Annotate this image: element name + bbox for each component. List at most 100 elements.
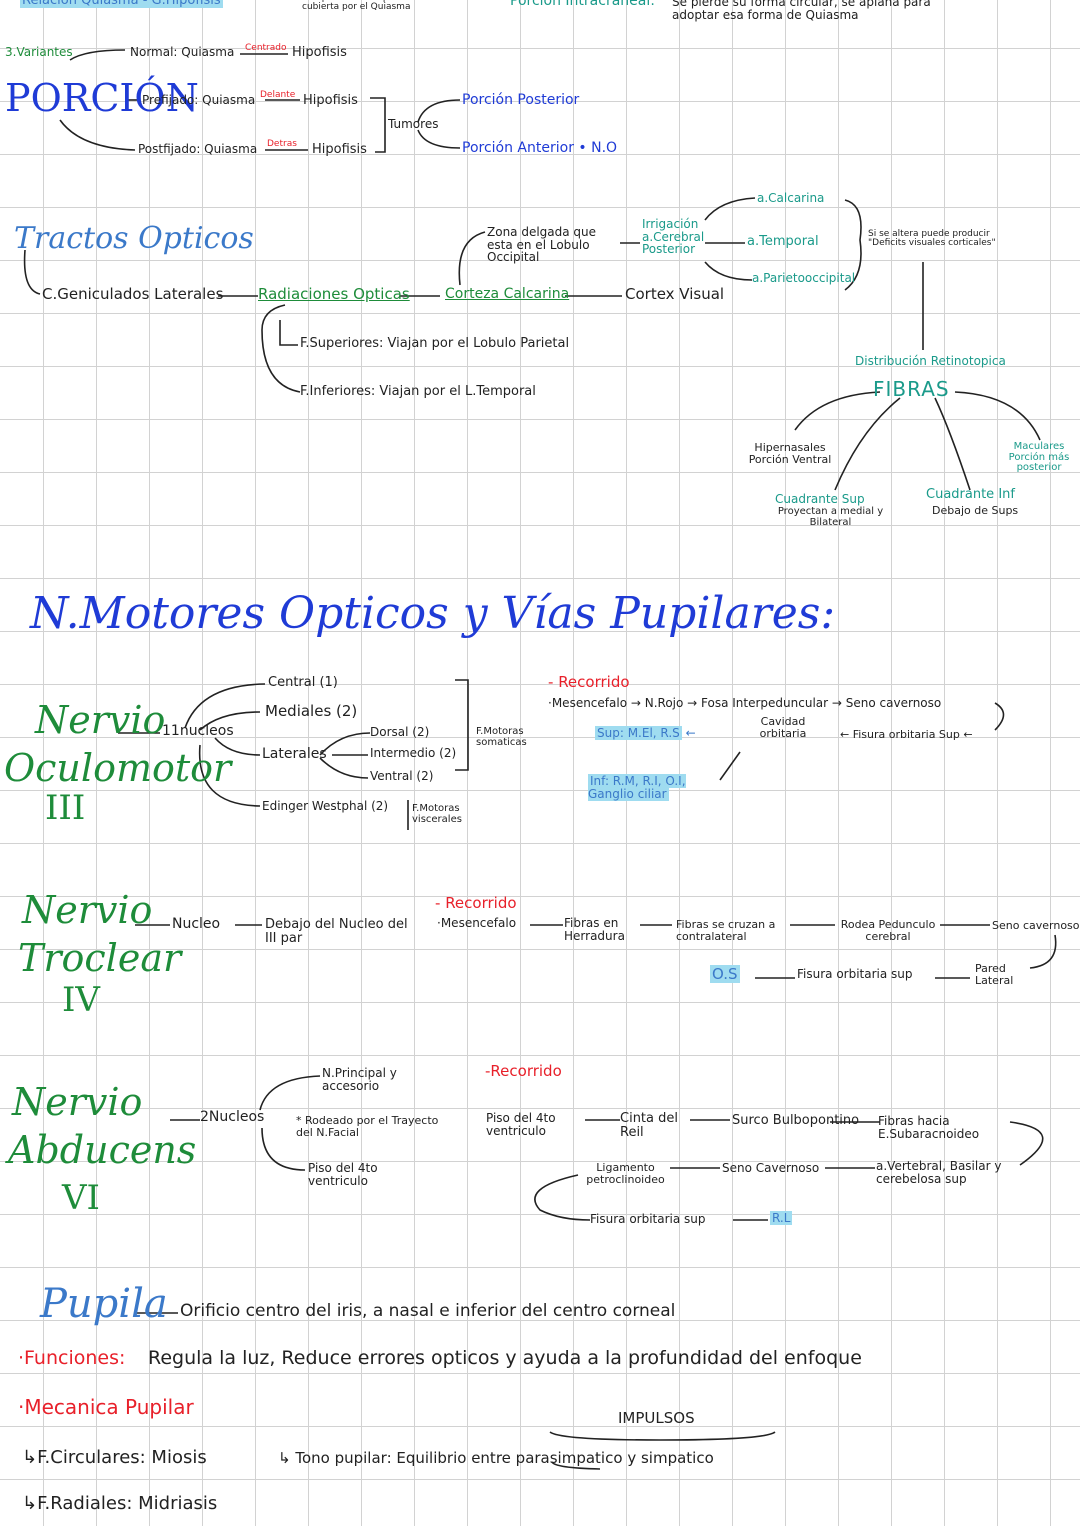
corteza-label: Corteza Calcarina — [445, 286, 570, 302]
zona-label: Zona delgada que esta en el Lobulo Occip… — [487, 225, 597, 265]
nucleo-mediales: Mediales (2) — [265, 702, 358, 720]
oculomotor-route: ·Mesencefalo → N.Rojo → Fosa Interpedunc… — [548, 696, 942, 710]
oculomotor-name2: Oculomotor — [4, 746, 232, 790]
maculares: Maculares Porción más posterior — [1008, 441, 1070, 473]
distribucion-label: Distribución Retinotopica — [855, 354, 1006, 368]
hipofisis-normal: Hipofisis — [292, 45, 347, 60]
abducens-name2: Abducens — [8, 1128, 197, 1172]
om-r3: Fosa Interpeduncular — [701, 696, 829, 710]
relacion-quiasma: Relación Quiasma - G.Hipofisis — [20, 0, 223, 8]
motores-title: N.Motores Opticos y Vías Pupilares: — [30, 588, 836, 639]
oculomotor-name1: Nervio — [35, 698, 166, 742]
tono-label: ↳ Tono pupilar: Equilibrio entre parasim… — [278, 1449, 714, 1467]
parasimpatico-text: parasimpatico — [515, 1449, 623, 1467]
nucleo-dorsal: Dorsal (2) — [370, 725, 430, 739]
postfijado-rel: Detras — [267, 139, 297, 149]
abducens-r4: Fibras hacia E.Subaracnoideo — [878, 1114, 980, 1141]
troclear-r5: Seno cavernoso — [992, 919, 1080, 932]
troclear-name2: Troclear — [18, 936, 182, 980]
deficit-note: Si se altera puede producir "Deficits vi… — [868, 229, 996, 249]
oculomotor-nucleos: 11nucleos — [162, 723, 234, 739]
pupila-def: Orificio centro del iris, a nasal e infe… — [180, 1301, 676, 1321]
troclear-r3: Fibras se cruzan a contralateral — [676, 918, 776, 943]
tono-text: Tono pupilar: Equilibrio entre — [295, 1449, 511, 1467]
om-sup: Sup: M.El, R.S ← — [595, 726, 696, 740]
pupila-title: Pupila — [40, 1281, 168, 1327]
abducens-r7: Ligamento petroclinoideo — [586, 1161, 665, 1186]
porcion-anterior: Porción Anterior • N.O — [462, 140, 618, 156]
prefijado-rel: Delante — [260, 90, 296, 100]
cuadrante-sup: Cuadrante Sup — [775, 492, 865, 506]
troclear-r4: Rodea Pedunculo cerebral — [840, 918, 936, 943]
om-r4: Seno cavernoso — [845, 696, 942, 710]
ab-r9: R.L — [770, 1211, 793, 1225]
abducens-r1: Piso del 4to ventriculo — [486, 1111, 556, 1138]
cuadrante-inf-sub: Debajo de Sups — [932, 504, 1019, 517]
oculomotor-recorrido-text: Recorrido — [558, 673, 630, 691]
hipofisis-prefijado: Hipofisis — [303, 93, 358, 108]
nucleo-ventral: Ventral (2) — [370, 769, 434, 783]
tr-r8: O.S — [710, 965, 740, 983]
abducens-rodeado: * Rodeado por el Trayecto del N.Facial — [296, 1114, 439, 1139]
prefijado-label: Prefijado: Quiasma — [142, 93, 256, 107]
abducens-r2: Cinta del Reil — [620, 1111, 678, 1140]
cuadrante-sup-sub: Proyectan a medial y Bilateral — [777, 506, 884, 528]
radiaciones-label: Radiaciones Opticas — [258, 285, 410, 303]
abducens-r5: a.Vertebral, Basilar y cerebelosa sup — [876, 1159, 1002, 1186]
om-sup-text: Sup: M.El, R.S — [595, 726, 682, 740]
no-text: N.O — [591, 140, 618, 156]
porcion-anterior-text: Porción Anterior — [462, 140, 574, 156]
abducens-r6: Seno Cavernoso — [722, 1161, 820, 1175]
circulares-text: F.Circulares: Miosis — [37, 1447, 207, 1468]
intracraneal-label: Porción Intracraneal: — [510, 0, 655, 9]
cortex-label: Cortex Visual — [625, 285, 725, 303]
om-cavidad: Cavidad orbitaria — [759, 715, 807, 740]
tractos-title: Tractos Opticos — [14, 221, 254, 256]
abducens-nucleos: 2Nucleos — [200, 1109, 265, 1125]
troclear-nucleo: Nucleo — [172, 916, 221, 932]
geniculados-label: C.Geniculados Laterales — [42, 285, 224, 303]
tr-r1: Mesencefalo — [440, 916, 517, 930]
note-quiasma: una parte de la Hipofisis no esta cubier… — [302, 0, 448, 13]
om-inf: Inf: R.M, R.I, O.I, Ganglio ciliar — [588, 774, 708, 801]
normal-rel: Centrado — [245, 43, 287, 53]
radiales-label: ↳F.Radiales: Midriasis — [22, 1493, 218, 1514]
intracraneal-text: Se pierde su forma circular, se aplana p… — [672, 0, 931, 22]
a-parietooccipital: a.Parietooccipital — [752, 271, 856, 285]
variantes-label: 3.Variantes — [5, 45, 73, 59]
porcion-posterior: Porción Posterior — [462, 92, 580, 108]
nucleo-intermedio: Intermedio (2) — [370, 746, 457, 760]
om-inf-text: Inf: R.M, R.I, O.I, Ganglio ciliar — [588, 774, 686, 801]
postfijado-label: Postfijado: Quiasma — [138, 142, 258, 156]
normal-label: Normal: Quiasma — [130, 45, 235, 59]
hipernasales: Hipernasales Porción Ventral — [748, 441, 832, 466]
tumores-label: Tumores — [388, 117, 439, 131]
abducens-r9: R.L — [770, 1211, 793, 1225]
oculomotor-roman: III — [45, 788, 86, 828]
troclear-debajo: Debajo del Nucleo del III par — [265, 917, 408, 946]
porcion-title: PORCIÓN — [5, 76, 199, 120]
troclear-r6: Pared Lateral — [975, 962, 1014, 987]
nucleo-central: Central (1) — [268, 675, 338, 690]
relacion-text: Relación Quiasma - G.Hipofisis — [20, 0, 223, 8]
impulsos-label: IMPULSOS — [618, 1409, 695, 1427]
hipofisis-postfijado: Hipofisis — [312, 142, 367, 157]
mecanica-label: ·Mecanica Pupilar — [18, 1395, 194, 1419]
fibras-inferiores: F.Inferiores: Viajan por el L.Temporal — [300, 384, 536, 399]
abducens-principal: N.Principal y accesorio — [322, 1066, 397, 1093]
abducens-roman: VI — [62, 1178, 100, 1218]
cuadrante-inf: Cuadrante Inf — [926, 487, 1015, 502]
om-r1: Mesencefalo — [551, 696, 628, 710]
oculomotor-recorrido: - Recorrido — [548, 673, 630, 691]
circulares-label: ↳F.Circulares: Miosis — [22, 1447, 207, 1468]
a-temporal: a.Temporal — [747, 234, 819, 249]
funciones-text: Regula la luz, Reduce errores opticos y … — [148, 1347, 862, 1369]
ab-rodeado-text: Rodeado por el Trayecto del N.Facial — [296, 1114, 439, 1139]
mecanica-text: Mecanica Pupilar — [24, 1395, 194, 1419]
fibras-superiores: F.Superiores: Viajan por el Lobulo Parie… — [300, 336, 570, 351]
fibras-title: FIBRAS — [873, 377, 950, 401]
om-fisura: ← Fisura orbitaria Sup ← — [840, 728, 973, 741]
troclear-recorrido-text: Recorrido — [445, 894, 517, 912]
f-viscerales: F.Motoras viscerales — [412, 803, 462, 825]
